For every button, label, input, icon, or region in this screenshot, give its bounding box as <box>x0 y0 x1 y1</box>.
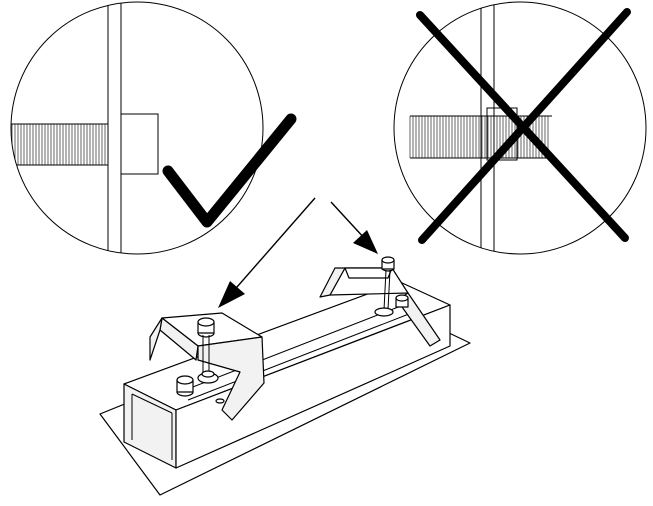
detail-circle-right <box>393 1 647 255</box>
mounting-bracket-right <box>319 256 441 347</box>
bolt-thread-left <box>11 123 108 166</box>
rail-body-side <box>175 304 451 469</box>
pointer-arrow-left <box>218 197 316 308</box>
checkmark-icon <box>162 113 297 228</box>
front-nut <box>176 375 225 404</box>
incorrect-detail-view <box>393 1 647 255</box>
assembly-illustration <box>99 256 471 496</box>
cross-icon <box>416 8 631 244</box>
mounting-bracket-left <box>149 312 265 421</box>
detail-circle-left <box>10 1 264 255</box>
nut-left <box>120 113 159 175</box>
correct-detail-view <box>10 1 264 255</box>
pointer-arrow-right <box>330 201 378 254</box>
bolt-thread-right <box>409 115 552 159</box>
